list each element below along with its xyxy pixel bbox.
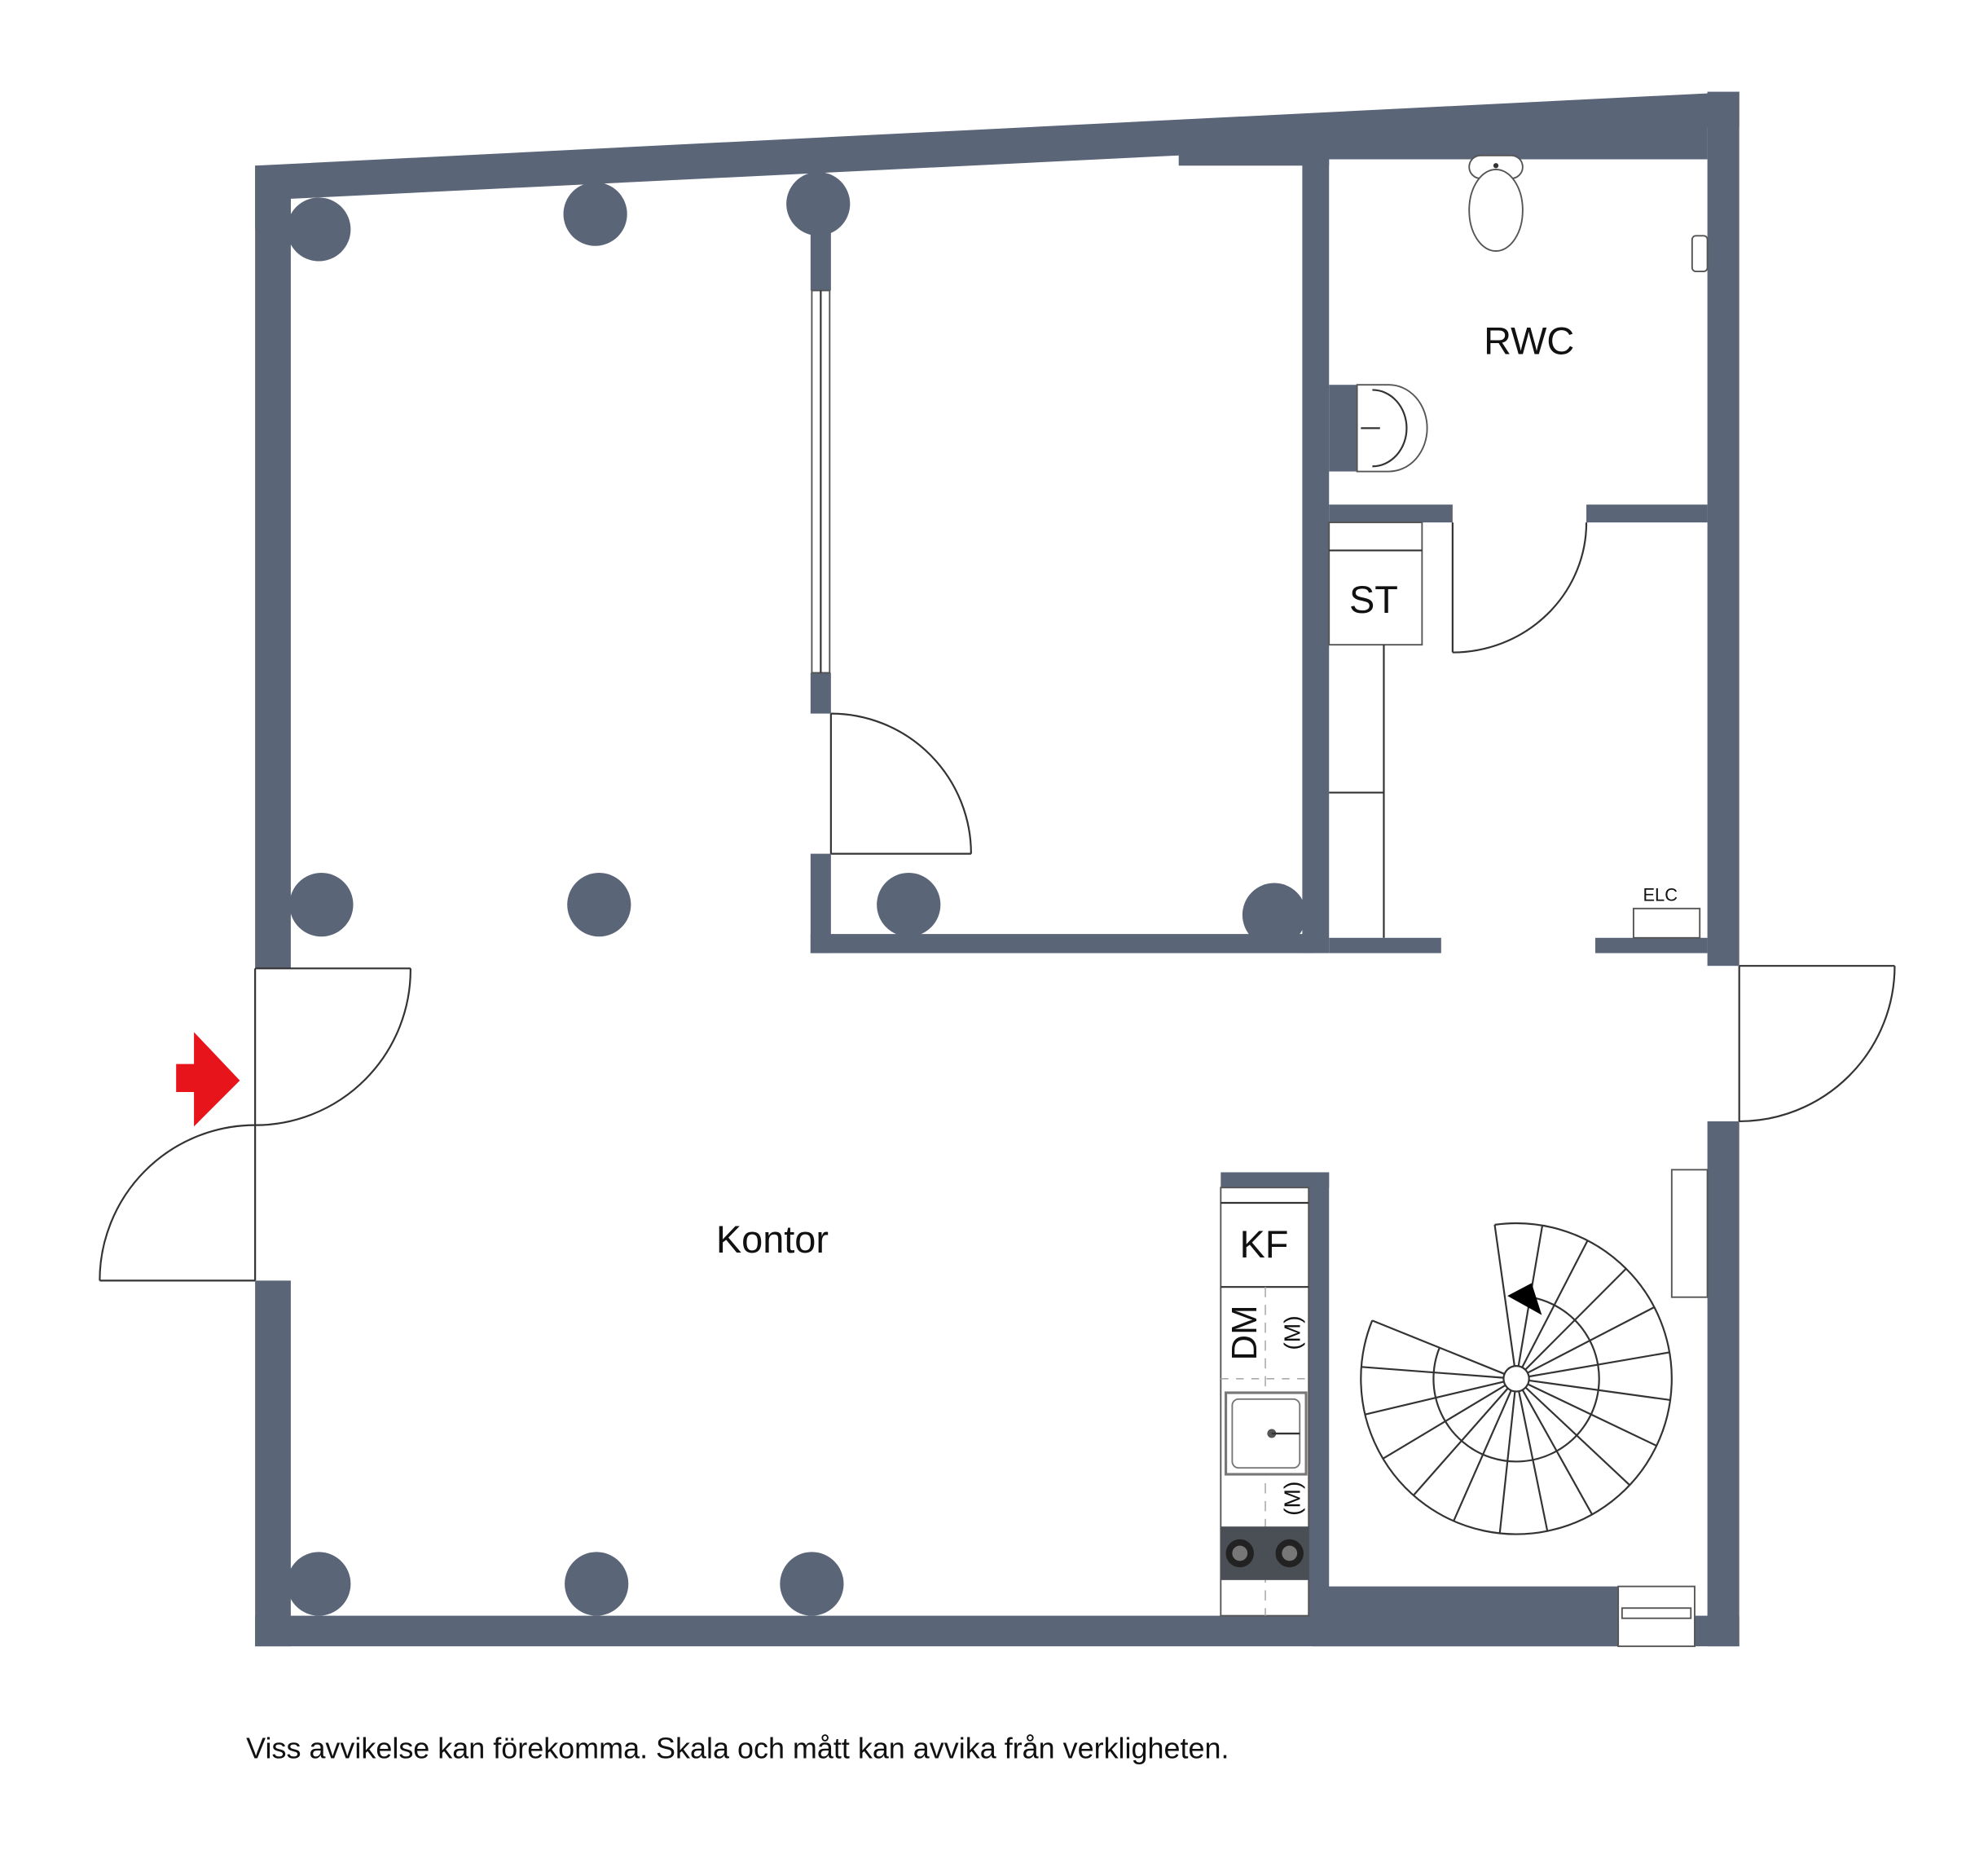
stair-step xyxy=(1493,1224,1515,1367)
column xyxy=(289,873,354,937)
column xyxy=(786,172,851,236)
toilet-icon xyxy=(1468,154,1524,252)
stair-step xyxy=(1528,1379,1671,1402)
walls xyxy=(255,91,1740,1647)
stair-step xyxy=(1521,1240,1589,1368)
column xyxy=(565,1552,629,1616)
kitchen-wall-top xyxy=(1221,1172,1330,1188)
hall-wall-bottom-right xyxy=(1595,937,1708,953)
rwc-wall-bottom-right xyxy=(1586,504,1708,523)
stair-outer-arc xyxy=(1360,1222,1673,1535)
faucet-icon xyxy=(1691,235,1709,272)
office-wall-bottom xyxy=(810,934,1313,953)
stair-step xyxy=(1521,1389,1594,1515)
stair-step xyxy=(1382,1384,1506,1460)
column xyxy=(287,197,351,262)
kitchen-wall-vertical xyxy=(1308,1172,1330,1618)
stair-step xyxy=(1524,1386,1630,1486)
columns xyxy=(287,172,1307,1616)
column xyxy=(567,873,631,937)
stair-direction-arrow-icon xyxy=(1507,1283,1542,1315)
column xyxy=(563,182,627,246)
rwc-wall-bottom-left xyxy=(1329,504,1453,523)
top-wall xyxy=(255,91,1740,230)
label-m-lower: (M) xyxy=(1279,1482,1304,1516)
label-dm: DM xyxy=(1225,1305,1264,1360)
spiral-staircase xyxy=(1360,1222,1673,1535)
right-door[interactable] xyxy=(1738,965,1896,1123)
stair-step xyxy=(1527,1383,1657,1447)
sink-icon xyxy=(1356,384,1428,473)
sink-niche xyxy=(1329,385,1357,472)
hall-wall-bottom-left xyxy=(1329,937,1441,953)
left-wall-upper xyxy=(255,165,291,969)
stair-step xyxy=(1361,1366,1504,1379)
kitchen-sink-icon xyxy=(1225,1391,1308,1476)
stair-step xyxy=(1453,1389,1512,1522)
electric-cabinet xyxy=(1632,907,1701,939)
column xyxy=(877,873,941,937)
label-kf: KF xyxy=(1240,1223,1289,1266)
storage-cabinet xyxy=(1328,522,1423,938)
right-wall-lower xyxy=(1707,1121,1740,1647)
column xyxy=(1242,883,1307,947)
room-label-st: ST xyxy=(1349,579,1398,621)
room-label-rwc: RWC xyxy=(1484,320,1574,363)
disclaimer-text: Viss avvikelse kan förekomma. Skala och … xyxy=(246,1732,1229,1765)
column xyxy=(780,1552,844,1616)
stair-step xyxy=(1498,1391,1516,1534)
left-wall-lower xyxy=(255,1280,291,1647)
stair-step xyxy=(1365,1381,1505,1416)
rwc-west-wall xyxy=(1302,159,1330,953)
office-door[interactable] xyxy=(829,712,972,855)
rwc-door[interactable] xyxy=(1451,522,1588,654)
bottom-wall-block xyxy=(1312,1586,1619,1647)
stair-center-post xyxy=(1502,1365,1530,1393)
stove-icon xyxy=(1221,1526,1309,1580)
entrance-door[interactable] xyxy=(99,967,411,1282)
stair-step xyxy=(1524,1267,1627,1371)
bottom-window-sill xyxy=(1621,1607,1692,1619)
stair-step xyxy=(1528,1351,1670,1378)
stair-step xyxy=(1527,1306,1655,1374)
label-elc: ELC xyxy=(1643,884,1678,905)
label-m-upper: (M) xyxy=(1279,1315,1304,1350)
entrance-arrow-icon xyxy=(176,1032,240,1127)
stair-step xyxy=(1413,1387,1509,1496)
wall-cabinet xyxy=(1670,1169,1709,1298)
room-label-kontor: Kontor xyxy=(716,1218,829,1261)
right-wall-upper xyxy=(1707,91,1740,967)
stair-step xyxy=(1371,1319,1505,1375)
office-wall-mid xyxy=(810,672,831,714)
column xyxy=(287,1552,351,1616)
stair-step xyxy=(1518,1390,1549,1531)
